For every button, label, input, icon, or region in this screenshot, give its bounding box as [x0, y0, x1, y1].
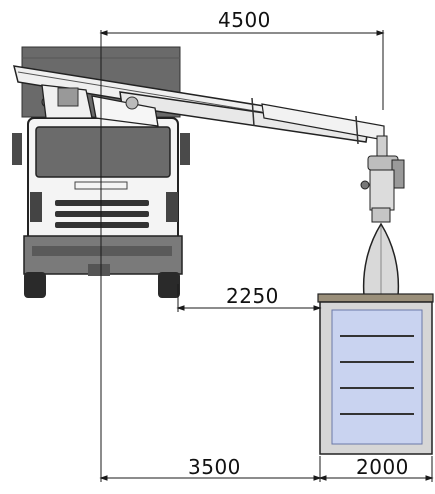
- grille: [55, 200, 149, 228]
- dim-bottom-left: 3500: [188, 455, 241, 479]
- dim-bottom-right: 2000: [356, 455, 409, 479]
- mirror-right: [180, 133, 190, 165]
- tank-lid: [317, 293, 434, 303]
- storage-tank: [317, 293, 434, 455]
- truck: [12, 46, 190, 298]
- dimension-lines: [99, 30, 434, 482]
- tank-shelves: [340, 335, 414, 415]
- grab-rotator: [360, 135, 405, 223]
- windshield: [35, 126, 171, 178]
- grab-hopper: [362, 222, 400, 297]
- wheel-left: [24, 272, 46, 298]
- wheel-right: [158, 272, 180, 298]
- headlight-left: [30, 192, 42, 222]
- dim-reach: 2250: [226, 284, 279, 308]
- mirror-left: [12, 133, 22, 165]
- dim-top-span: 4500: [218, 8, 271, 32]
- tank-interior: [331, 309, 423, 445]
- headlight-right: [166, 192, 178, 222]
